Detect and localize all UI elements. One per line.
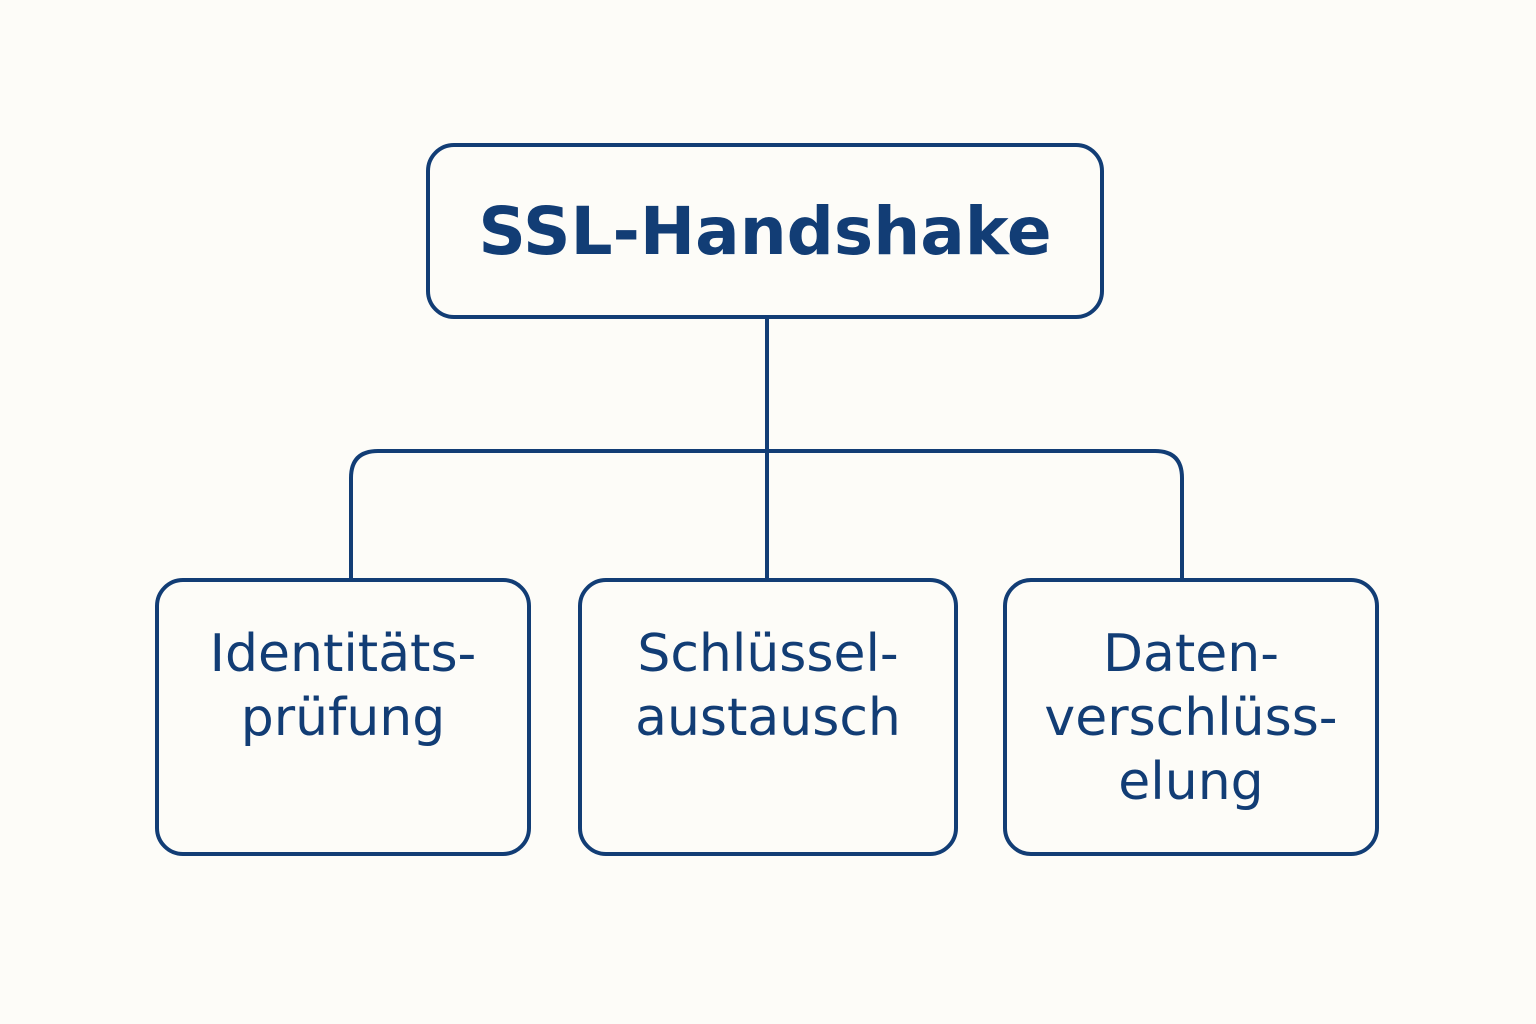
root-node: SSL-Handshake — [426, 143, 1104, 319]
node-label-line: verschlüss- — [1044, 688, 1338, 748]
node-label-line: Daten- — [1102, 624, 1279, 684]
node-label-line: prüfung — [240, 688, 446, 748]
child-node-identity-check: Identitäts- prüfung — [155, 578, 531, 856]
node-label-line: austausch — [635, 688, 901, 748]
child-node-data-encryption: Daten- verschlüss- elung — [1003, 578, 1379, 856]
branch-connector — [349, 449, 1184, 578]
node-label-line: Identitäts- — [209, 624, 477, 684]
node-label-line: elung — [1118, 752, 1264, 812]
root-label: SSL-Handshake — [478, 192, 1052, 270]
node-label-line: Schlüssel- — [637, 624, 899, 684]
child-node-key-exchange: Schlüssel- austausch — [578, 578, 958, 856]
